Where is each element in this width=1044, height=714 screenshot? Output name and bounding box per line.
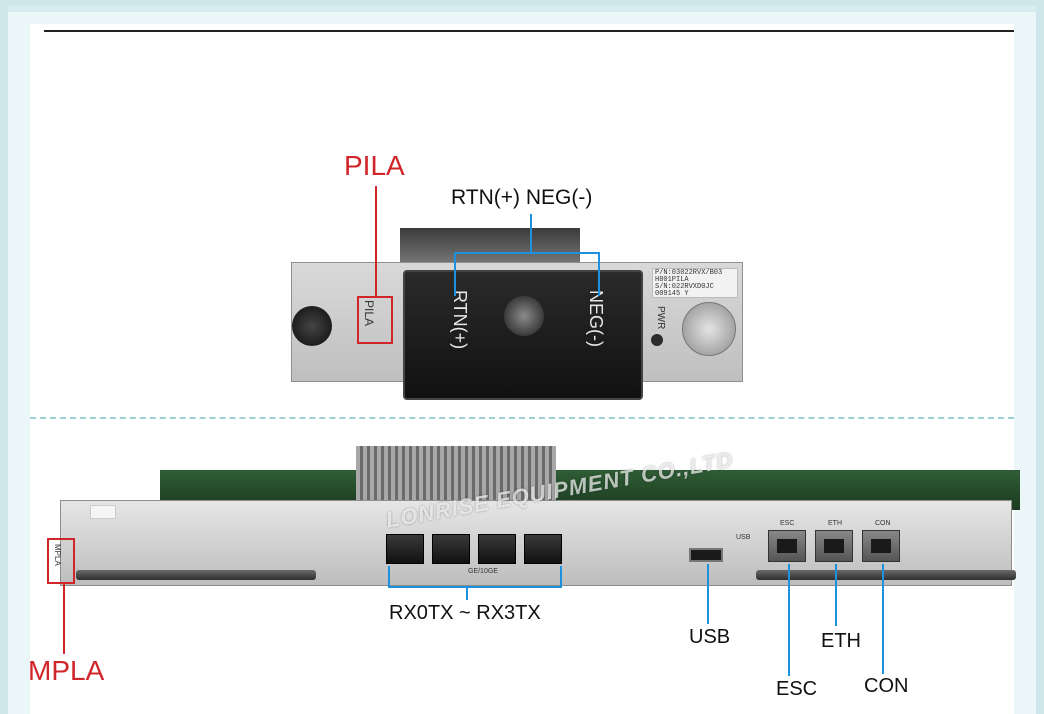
usb-callout-line [707,564,709,624]
con-rj45-port [862,530,900,562]
esc-panel-label: ESC [780,520,795,527]
optical-ports-callout-label: RX0TX ~ RX3TX [389,602,541,624]
usb-port [689,548,723,562]
terminal-callout-label: RTN(+) NEG(-) [451,186,593,209]
con-callout-line [882,564,884,674]
sticker-line: H801PILA [655,276,689,284]
mpla-callout-label: MPLA [28,655,105,686]
pila-rear-connector [400,228,580,264]
pila-callout-label: PILA [344,150,405,181]
eth-callout-line [835,564,837,626]
mpla-serial-sticker [90,505,116,519]
esc-callout-label: ESC [776,678,818,700]
optical-bracket-bar [388,586,562,588]
pila-terminal-screw [504,296,544,336]
pila-barcode-sticker: P/N:03022RVX/B03 H801PILA S/N:022RVXD0JC… [652,268,738,298]
pila-captive-screw [292,306,332,346]
eth-rj45-port [815,530,853,562]
optical-bracket-left [388,566,390,588]
rtn-silk-label: RTN(+) [450,290,470,350]
terminal-callout-bar [454,252,600,254]
top-rule [44,30,1014,32]
mpla-callout-box [47,538,75,584]
neg-callout-drop [598,252,600,296]
rtn-callout-drop [454,252,456,296]
con-panel-label: CON [875,520,891,527]
mpla-callout-line [63,584,65,654]
mpla-left-ejector-lever [76,570,316,580]
sfp-port-rx1tx [432,534,470,564]
sfp-port-rx2tx [478,534,516,564]
con-callout-label: CON [864,675,909,697]
sticker-line: P/N:03022RVX/B03 [655,269,723,277]
pila-callout-line [375,186,377,296]
optical-bracket-right [560,566,562,588]
esc-callout-line [788,564,790,676]
pila-callout-box [357,296,393,344]
mpla-right-ejector-lever [756,570,1016,580]
usb-callout-label: USB [689,626,731,648]
eth-panel-label: ETH [828,520,842,527]
terminal-callout-stem [530,214,532,254]
section-divider [30,417,1014,419]
neg-silk-label: NEG(-) [586,290,606,347]
esc-rj45-port [768,530,806,562]
usb-panel-label: USB [736,534,751,541]
ge-panel-label: GE/10GE [468,568,498,575]
pwr-silk-label: PWR [655,306,666,330]
eth-callout-label: ETH [821,630,861,652]
sfp-port-rx3tx [524,534,562,564]
sfp-port-rx0tx [386,534,424,564]
optical-bracket-stem [466,586,468,600]
mpla-heatsink [356,446,556,500]
sticker-line: 009145 Y [655,290,689,298]
sticker-line: S/N:022RVXD0JC [655,283,714,291]
pila-ejector-knob [682,302,736,356]
pwr-led-indicator [651,334,663,346]
